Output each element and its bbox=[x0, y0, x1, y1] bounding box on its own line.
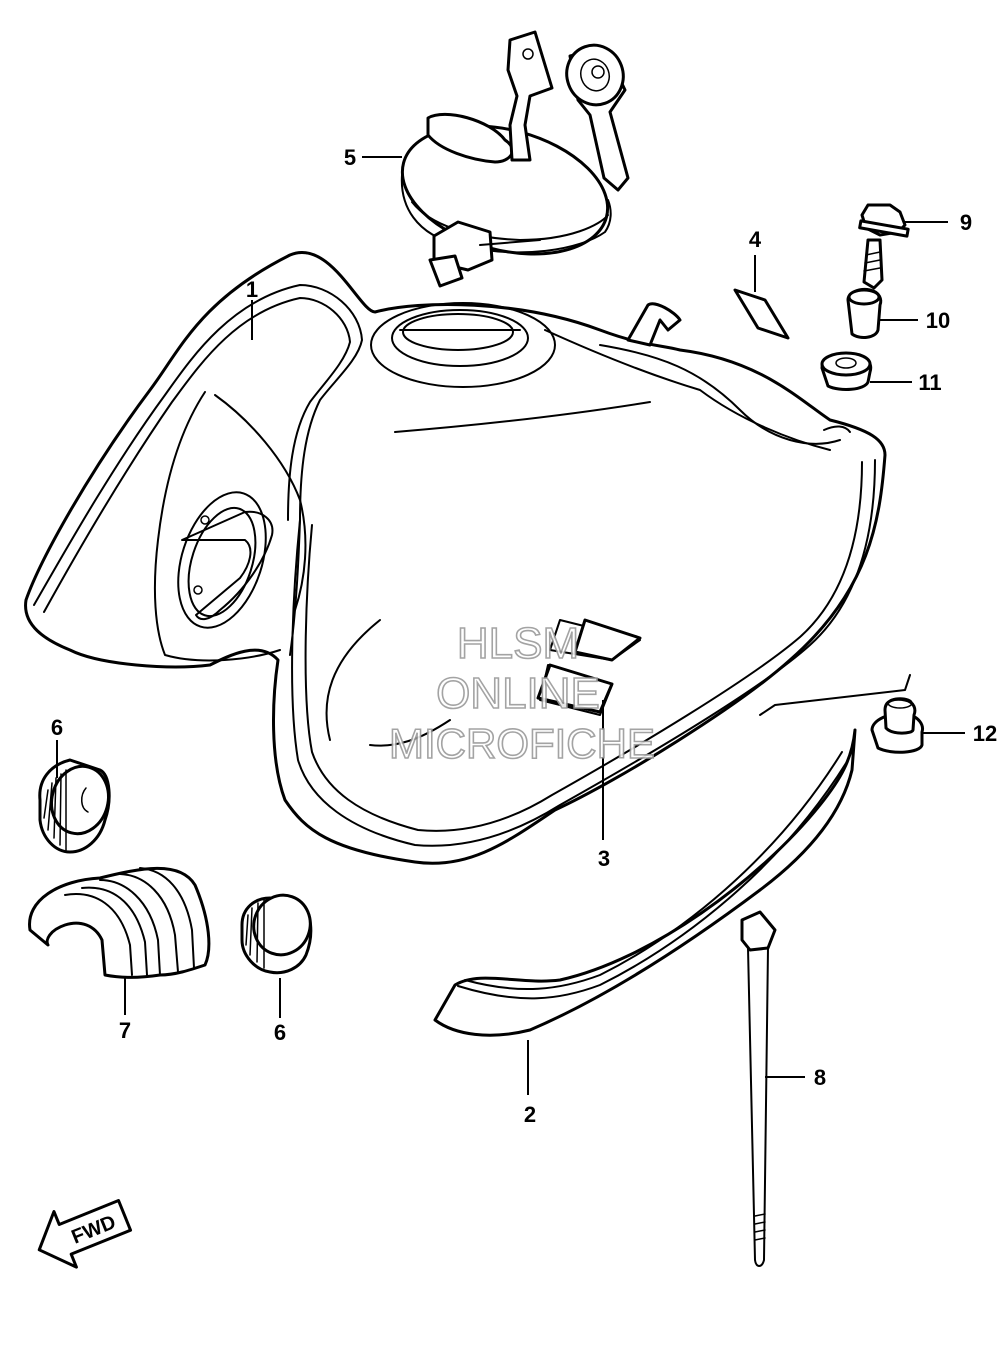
callout-8[interactable]: 8 bbox=[814, 1065, 826, 1090]
bolt-part[interactable] bbox=[858, 203, 910, 290]
callout-2[interactable]: 2 bbox=[524, 1102, 536, 1127]
callout-1[interactable]: 1 bbox=[246, 277, 258, 302]
bush-part[interactable] bbox=[870, 697, 924, 754]
callout-5[interactable]: 5 bbox=[344, 145, 356, 170]
callout-7[interactable]: 7 bbox=[119, 1018, 131, 1043]
watermark: HLSM ONLINE MICROFICHE bbox=[388, 618, 656, 768]
collar-part[interactable] bbox=[846, 288, 883, 339]
watermark-line-1: HLSM bbox=[457, 619, 579, 668]
callout-6-upper[interactable]: 6 bbox=[51, 715, 63, 740]
grommet-part[interactable] bbox=[820, 351, 873, 391]
forward-arrow-icon bbox=[37, 1199, 133, 1269]
fuel-tank-part[interactable] bbox=[24, 251, 887, 865]
tank-mount-guide-line bbox=[759, 674, 911, 716]
callout-9[interactable]: 9 bbox=[960, 210, 972, 235]
cushion-upper-part[interactable] bbox=[38, 758, 116, 854]
callout-6-lower[interactable]: 6 bbox=[274, 1020, 286, 1045]
watermark-line-3: MICROFICHE bbox=[389, 720, 655, 767]
callout-4[interactable]: 4 bbox=[749, 227, 762, 252]
callout-10[interactable]: 10 bbox=[926, 308, 950, 333]
callout-12[interactable]: 12 bbox=[973, 721, 997, 746]
fuel-cap-part[interactable] bbox=[388, 30, 632, 288]
callout-3[interactable]: 3 bbox=[598, 846, 610, 871]
cushion-lower-part[interactable] bbox=[240, 887, 319, 975]
rubber-mount-part[interactable] bbox=[28, 866, 211, 979]
emblem-decal-part[interactable] bbox=[536, 618, 642, 714]
callout-leaders bbox=[56, 156, 965, 1095]
callout-labels: 1 2 3 4 5 6 6 7 8 9 10 11 12 bbox=[51, 145, 997, 1127]
cable-tie-part[interactable] bbox=[740, 910, 777, 1267]
fwd-badge: FWD bbox=[37, 1199, 133, 1269]
side-trim-panel-part[interactable] bbox=[433, 728, 857, 1037]
watermark-line-2: ONLINE bbox=[436, 669, 600, 718]
label-part[interactable] bbox=[733, 288, 790, 340]
callout-11[interactable]: 11 bbox=[918, 370, 941, 395]
